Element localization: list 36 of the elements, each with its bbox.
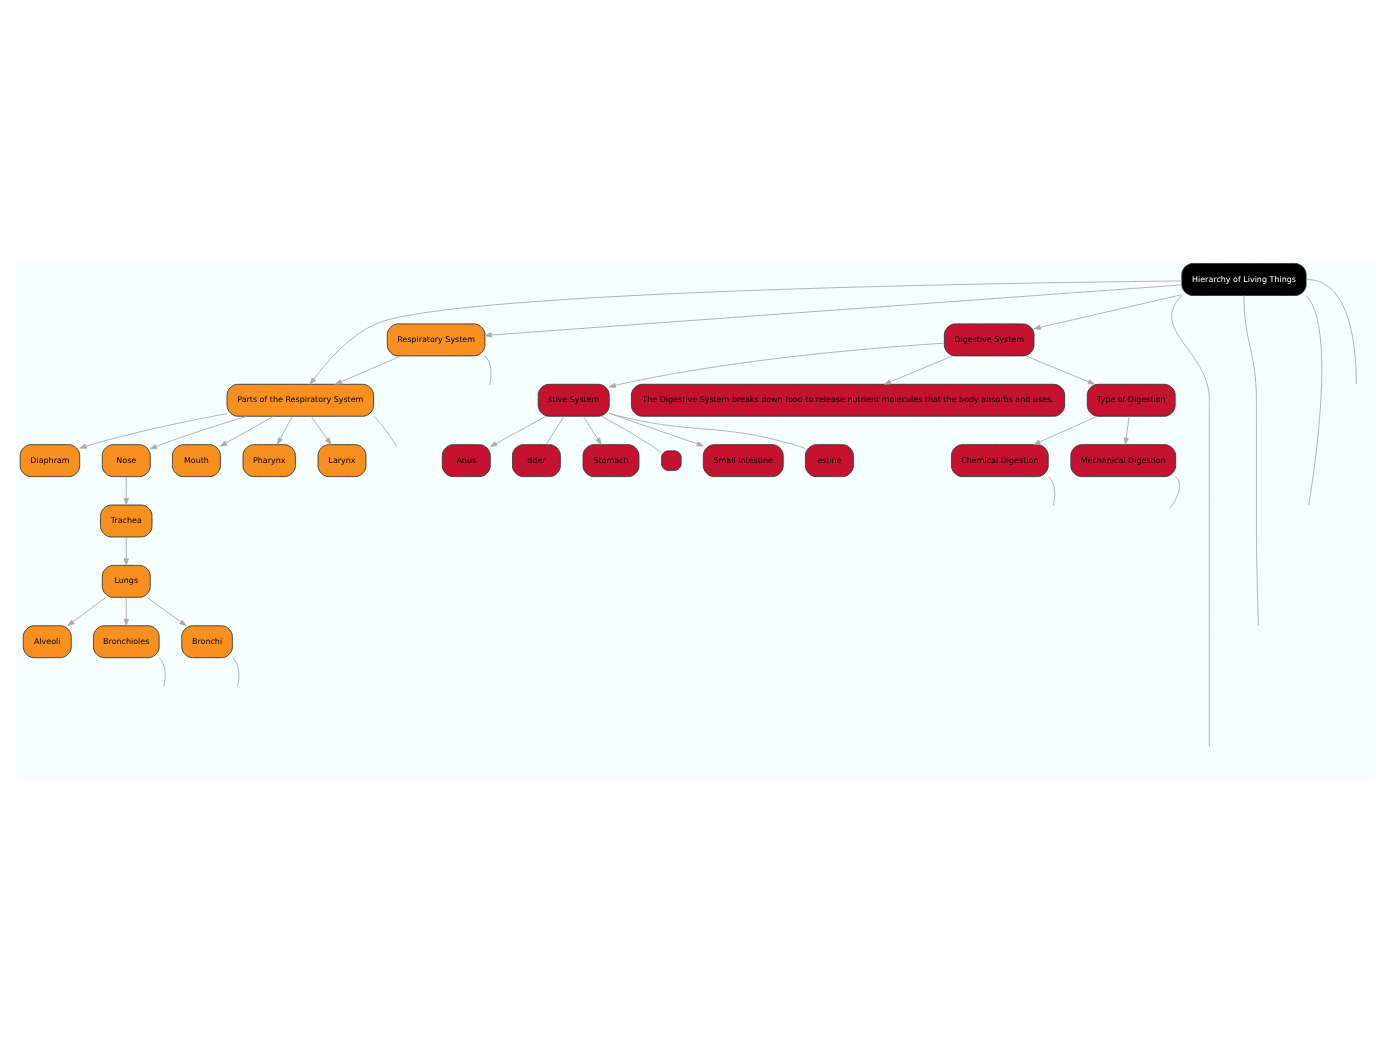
connector	[232, 656, 240, 687]
arrow	[79, 412, 228, 448]
connector	[545, 415, 565, 444]
arrow	[335, 354, 402, 384]
arrow	[147, 596, 187, 625]
arrow	[149, 414, 248, 449]
connector	[608, 411, 806, 448]
arrow	[310, 415, 332, 444]
arrow	[309, 279, 1183, 384]
arrow	[123, 596, 129, 625]
connector	[1169, 475, 1180, 508]
arrow	[1123, 415, 1130, 444]
node-box	[661, 449, 682, 470]
connector	[158, 656, 166, 687]
arrow	[1033, 293, 1183, 329]
connector	[1171, 294, 1210, 746]
arrow	[608, 412, 704, 446]
arrow	[1033, 414, 1098, 445]
connector	[1243, 294, 1259, 625]
arrow	[490, 414, 547, 446]
connector	[1048, 475, 1056, 506]
arrow	[1025, 354, 1095, 384]
arrow	[884, 354, 953, 384]
connector	[601, 414, 662, 452]
connector	[1306, 278, 1357, 384]
arrow	[608, 341, 945, 387]
connector	[1305, 294, 1323, 505]
arrow	[277, 415, 293, 444]
connector	[373, 414, 397, 446]
arrow	[123, 475, 129, 505]
arrow	[484, 283, 1183, 337]
connector	[484, 354, 492, 385]
arrow	[67, 596, 106, 625]
arrow	[123, 535, 129, 565]
arrow	[220, 414, 274, 446]
arrow	[583, 415, 602, 444]
